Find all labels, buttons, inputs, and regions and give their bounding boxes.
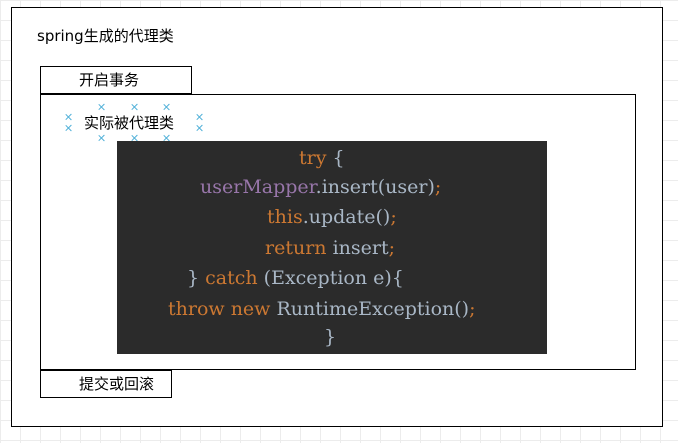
selection-handle-icon[interactable] <box>66 125 72 131</box>
code-token: insert <box>332 237 389 259</box>
code-token: catch <box>205 267 264 289</box>
selection-handle-icon[interactable] <box>197 114 203 120</box>
code-line: this.update(); <box>267 204 397 230</box>
code-line: throw new RuntimeException(); <box>168 296 476 322</box>
code-token: } <box>187 267 206 289</box>
code-line: userMapper.insert(user); <box>200 174 441 200</box>
code-token: .update() <box>302 206 391 228</box>
code-token: .insert(user) <box>315 176 435 198</box>
begin-transaction-box <box>40 66 192 94</box>
code-token: { <box>332 147 345 169</box>
code-token: ; <box>434 176 442 198</box>
selection-handle-icon[interactable] <box>66 114 72 120</box>
commit-or-rollback-box <box>40 370 172 398</box>
code-snippet: try { userMapper.insert(user); this.upda… <box>117 141 547 354</box>
selection-handle-icon[interactable] <box>132 104 138 110</box>
proxy-class-title: spring生成的代理类 <box>37 27 174 45</box>
code-token: return <box>265 237 333 259</box>
code-line: return insert; <box>265 235 395 261</box>
selection-handle-icon[interactable] <box>197 125 203 131</box>
commit-or-rollback-label: 提交或回滚 <box>79 375 155 393</box>
code-token: userMapper <box>200 176 316 198</box>
code-line: try { <box>299 145 345 171</box>
code-token: RuntimeException() <box>276 298 470 320</box>
code-token: } <box>324 326 337 348</box>
code-line: } <box>324 324 336 350</box>
code-token: this <box>267 206 303 228</box>
selection-handle-icon[interactable] <box>164 104 170 110</box>
code-token: (Exception e){ <box>263 267 404 289</box>
selection-handle-icon[interactable] <box>99 135 105 141</box>
code-token: ; <box>390 206 397 228</box>
code-token: try <box>299 147 333 169</box>
target-class-title[interactable]: 实际被代理类 <box>84 114 175 132</box>
selection-handle-icon[interactable] <box>99 104 105 110</box>
code-token: throw new <box>168 298 277 320</box>
code-token: ; <box>469 298 476 320</box>
code-line: } catch (Exception e){ <box>187 265 404 291</box>
code-token: ; <box>388 237 395 259</box>
begin-transaction-label: 开启事务 <box>79 71 140 89</box>
